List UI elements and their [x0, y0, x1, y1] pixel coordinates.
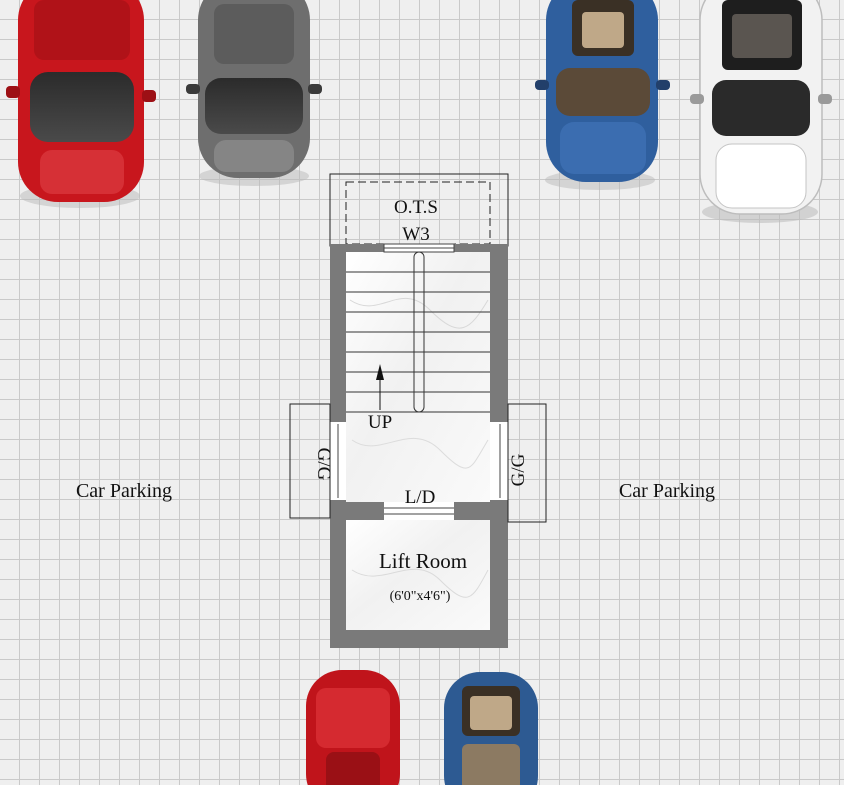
lift-door-label: L/D: [405, 487, 436, 508]
car-grey-sedan: [186, 0, 322, 186]
staircase-block: [289, 243, 547, 648]
car-blue-suv: [535, 0, 670, 190]
window-label: W3: [402, 224, 429, 245]
car-red-hatchback: [306, 670, 400, 785]
gg-right-label: G/G: [508, 453, 529, 486]
up-arrow-icon: [376, 364, 384, 410]
lift-size-label: (6'0"x4'6"): [390, 589, 451, 604]
gg-left-label: G/G: [313, 448, 334, 481]
lift-room-label: Lift Room: [379, 549, 467, 573]
car-red-suv: [6, 0, 156, 208]
stair-treads: [346, 271, 490, 413]
ots-label: O.T.S: [394, 197, 438, 218]
parking-right-label: Car Parking: [619, 480, 715, 502]
parking-left-label: Car Parking: [76, 480, 172, 502]
car-blue-hatchback: [444, 672, 538, 785]
car-white-suv: [690, 0, 832, 223]
stair-handrail: [413, 251, 425, 413]
up-label: UP: [368, 412, 392, 433]
